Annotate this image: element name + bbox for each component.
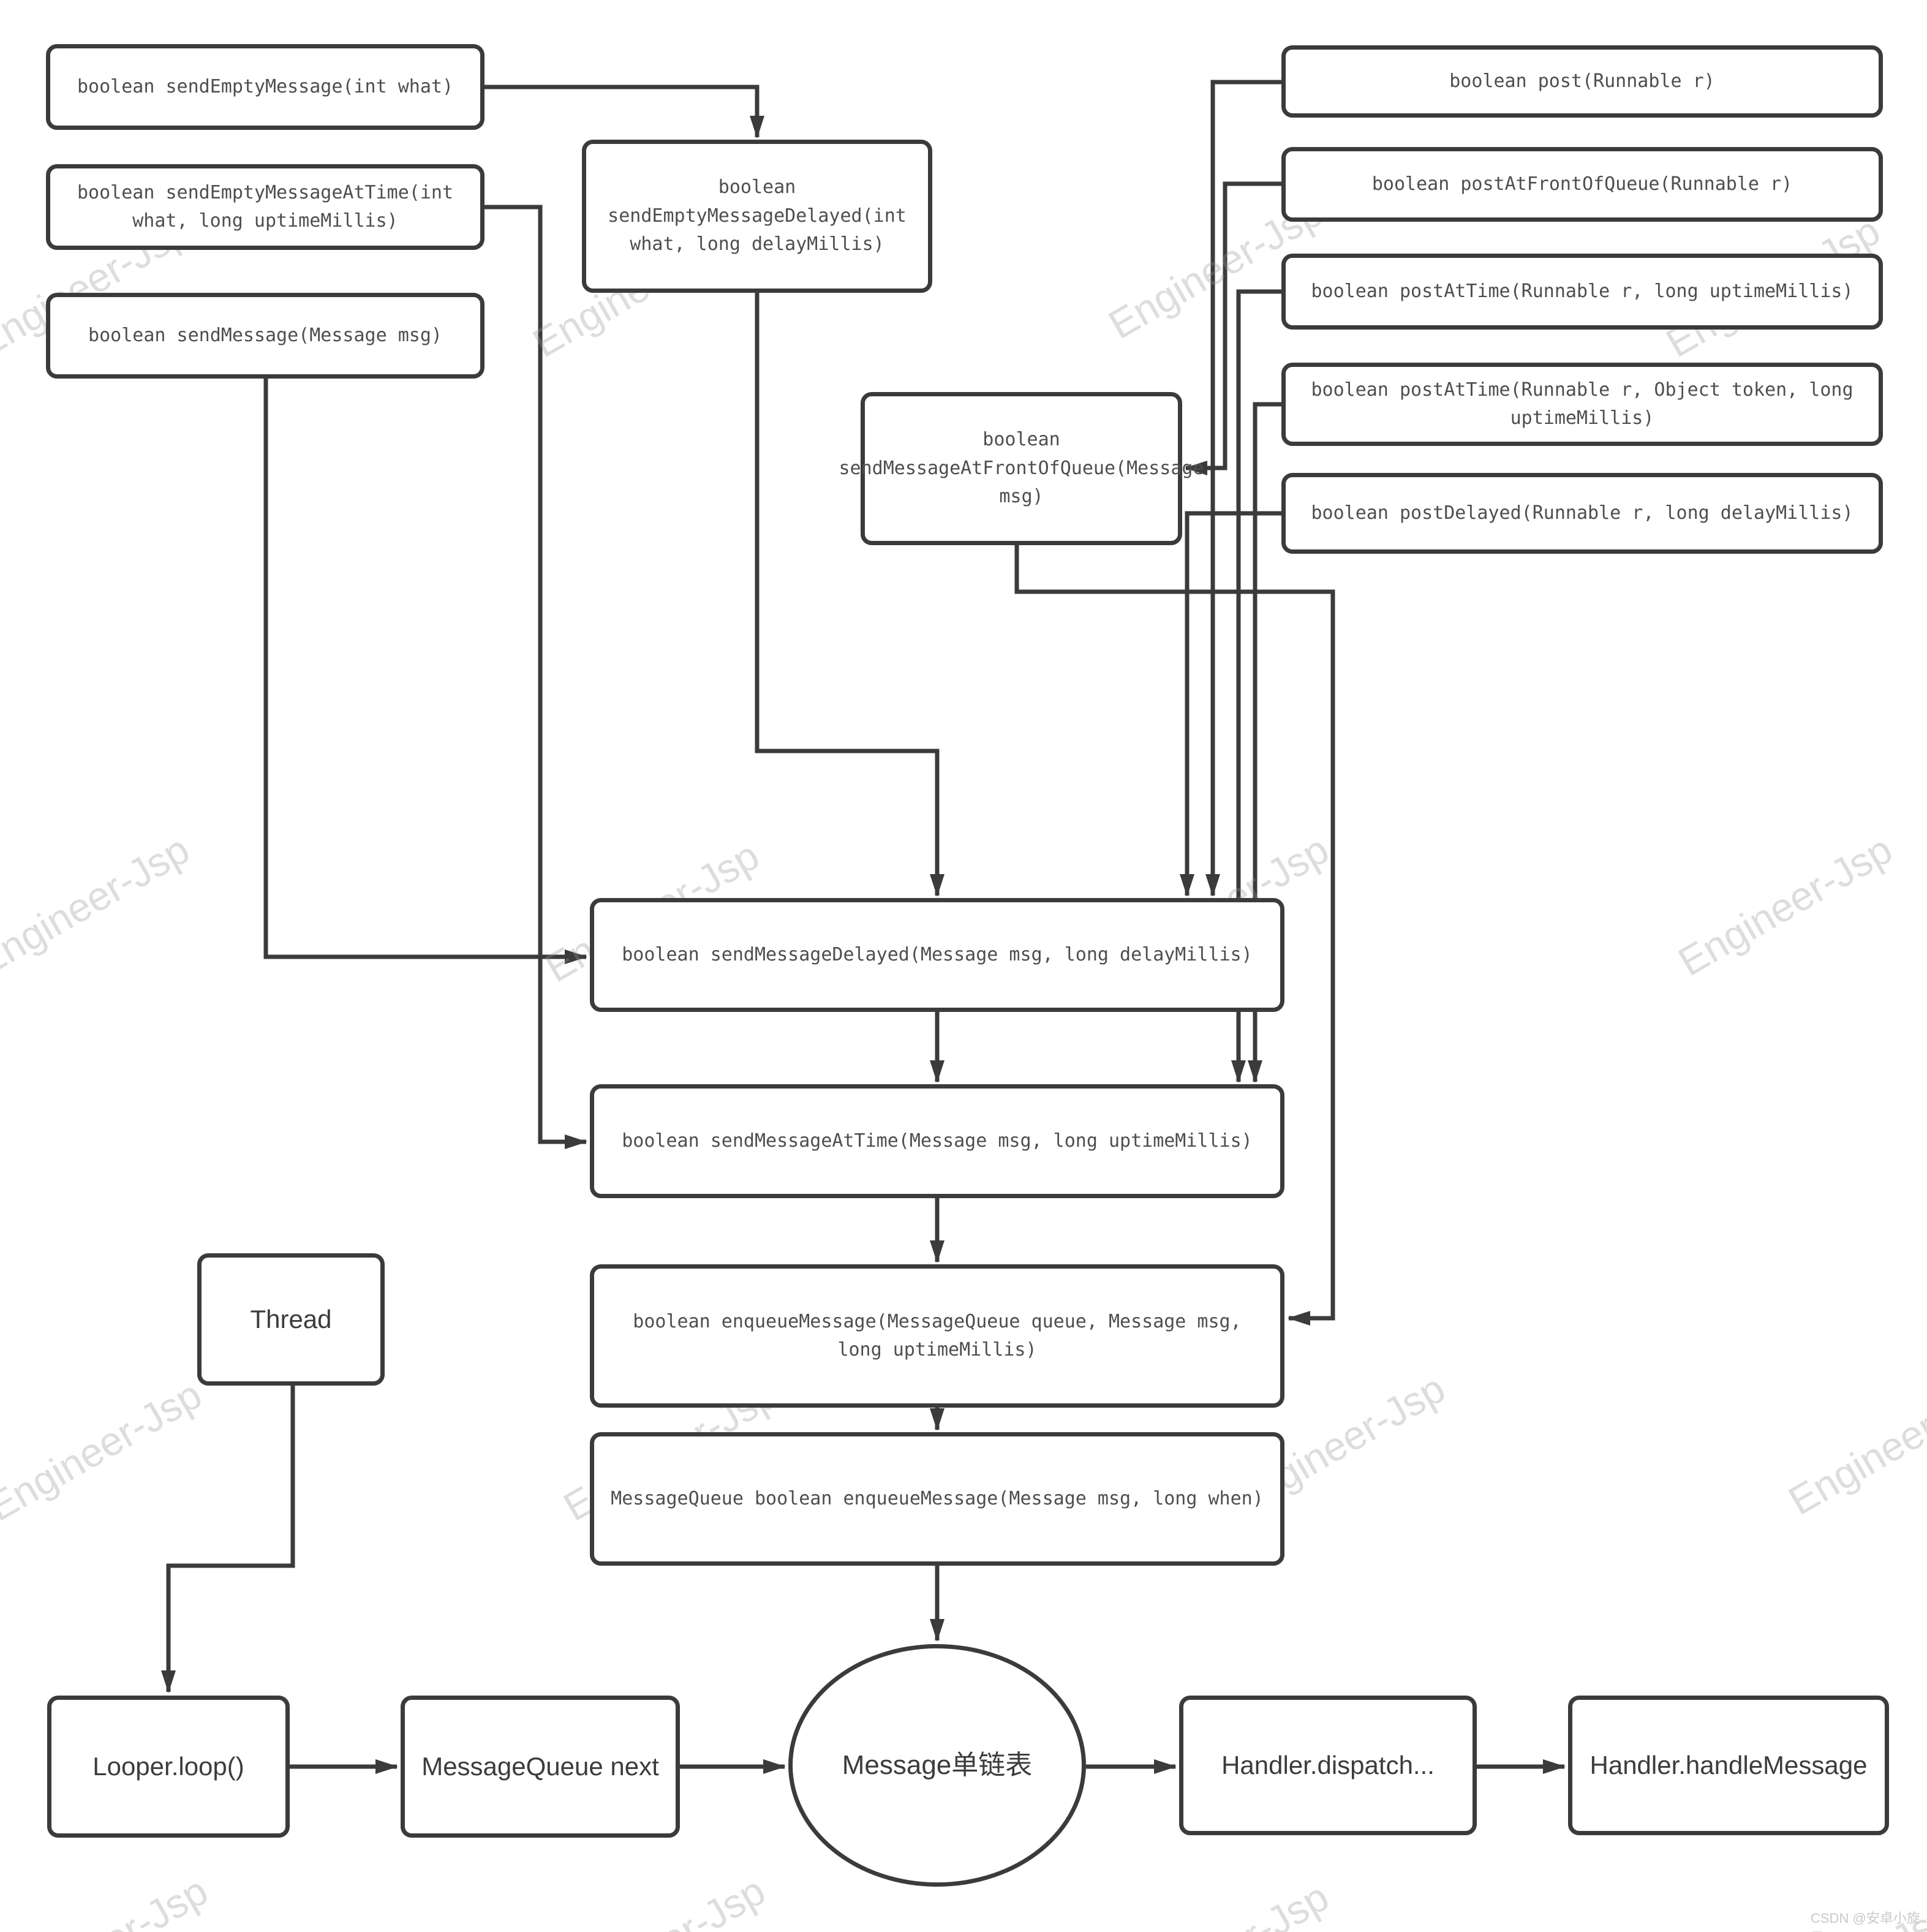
node-post-delayed: boolean postDelayed(Runnable r, long del… [1281,473,1883,554]
edge-sendEmptyMessageAtTime-to-sendMessageAtTime [485,205,587,1149]
edge-postAtTimeToken-to-sendMessageAtTime [1248,402,1281,1083]
edge-thread-to-looperLoop [161,1386,295,1693]
edge-sendMessage-to-sendMessageDelayed [263,379,587,964]
node-enqueue-message: boolean enqueueMessage(MessageQueue queu… [590,1264,1284,1408]
edge-sendEmptyMessage-to-sendEmptyMessageDelayed [485,85,764,138]
edge-postDelayed-to-sendMessageDelayed [1180,511,1281,897]
node-send-message-at-time: boolean sendMessageAtTime(Message msg, l… [590,1084,1284,1198]
node-thread: Thread [197,1253,385,1386]
node-post-at-time-token: boolean postAtTime(Runnable r, Object to… [1281,363,1883,446]
node-looper-loop: Looper.loop() [47,1696,290,1838]
node-send-message-at-front-of-queue: boolean sendMessageAtFrontOfQueue(Messag… [839,392,1204,545]
edge-sendEmptyMessageDelayed-to-sendMessageDelayed [755,293,945,897]
node-send-message: boolean sendMessage(Message msg) [46,293,485,379]
node-post-at-time: boolean postAtTime(Runnable r, long upti… [1281,254,1883,330]
node-mq-enqueue-message: MessageQueue boolean enqueueMessage(Mess… [590,1432,1284,1566]
node-post: boolean post(Runnable r) [1281,45,1883,118]
node-send-message-delayed: boolean sendMessageDelayed(Message msg, … [590,898,1284,1012]
edge-postAtTime-to-sendMessageAtTime [1231,289,1281,1083]
node-post-at-front-of-queue: boolean postAtFrontOfQueue(Runnable r) [1281,147,1883,222]
csdn-watermark: CSDN @安卓小旋风 [1811,1911,1920,1932]
node-message-linked-list: Message单链表 [788,1644,1086,1887]
edge-sendMessageAtFrontOfQueue-to-enqueueMessage [1014,545,1335,1326]
node-message-queue-next: MessageQueue next [401,1696,680,1838]
node-handler-handle-message: Handler.handleMessage [1568,1696,1889,1835]
edge-postAtFrontOfQueue-to-sendMessageAtFrontOfQueue [1185,181,1281,475]
node-send-empty-message: boolean sendEmptyMessage(int what) [46,44,485,130]
node-send-empty-message-delayed: boolean sendEmptyMessageDelayed(int what… [582,140,932,293]
node-send-empty-message-at-time: boolean sendEmptyMessageAtTime(int what,… [46,164,485,250]
node-handler-dispatch: Handler.dispatch... [1179,1696,1477,1835]
edge-post-to-sendMessageDelayed [1205,80,1281,897]
